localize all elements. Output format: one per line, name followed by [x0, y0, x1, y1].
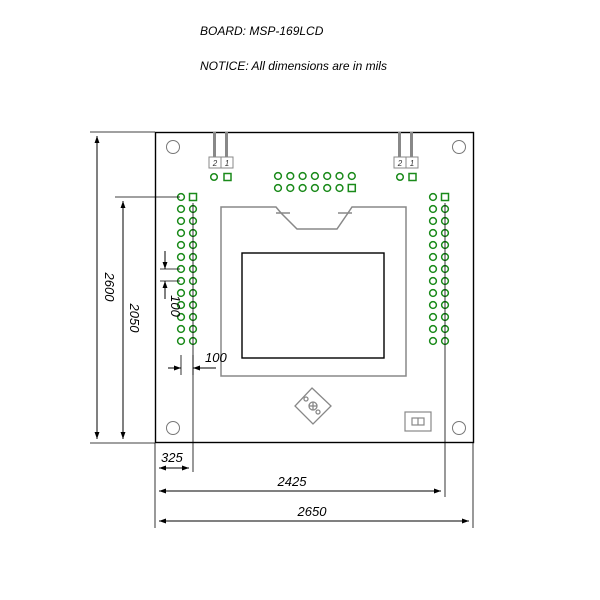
pad — [428, 300, 438, 310]
pad — [428, 336, 438, 346]
left-pin-header — [176, 192, 198, 346]
dimension-label: 2650 — [297, 504, 328, 519]
pin-label: 1 — [410, 159, 414, 168]
dimension-width-header: 2425 — [159, 203, 446, 497]
pad — [428, 240, 438, 250]
pad — [428, 204, 438, 214]
pad — [176, 252, 186, 262]
pad — [428, 228, 438, 238]
dimension-label: 2600 — [102, 272, 117, 303]
pad — [335, 171, 344, 181]
board-title: BOARD: MSP-169LCD — [200, 24, 324, 38]
pad — [428, 288, 438, 298]
board-outline — [154, 131, 475, 444]
dimension-pitch-vertical: 100 — [160, 251, 183, 318]
top-connector-pads — [273, 171, 357, 193]
dimension-width-total: 2650 — [159, 443, 474, 528]
units-notice: NOTICE: All dimensions are in mils — [200, 59, 387, 73]
dimension-label: 2425 — [277, 474, 308, 489]
pad — [273, 183, 283, 193]
pad — [176, 204, 186, 214]
pad — [323, 183, 332, 193]
pad — [428, 252, 438, 262]
fiducial-marker — [294, 387, 332, 425]
pin-label: 2 — [397, 159, 403, 168]
pad — [428, 276, 438, 286]
mounting-hole — [166, 140, 180, 154]
pad — [298, 171, 307, 181]
pad — [428, 192, 438, 202]
pad — [176, 228, 186, 238]
pad — [176, 300, 186, 310]
pad — [176, 336, 186, 346]
pad — [188, 192, 198, 202]
mounting-hole — [166, 421, 180, 435]
dimension-pitch-horizontal: 100 — [168, 350, 227, 375]
dimension-label: 100 — [168, 295, 183, 317]
right-two-pin-connector: 2 1 — [393, 132, 419, 182]
dimension-label: 100 — [205, 350, 227, 365]
pad — [176, 312, 186, 322]
pad — [428, 216, 438, 226]
dimension-offset-left: 325 — [154, 203, 194, 528]
pad — [310, 183, 320, 193]
pad — [347, 171, 356, 181]
pad — [310, 171, 320, 181]
dimension-label: 2050 — [127, 303, 142, 334]
pad — [273, 171, 283, 181]
pad — [176, 216, 186, 226]
pad — [176, 288, 186, 298]
pad — [428, 264, 438, 274]
mounting-holes — [166, 140, 466, 435]
pin-label: 1 — [225, 159, 229, 168]
pad — [347, 183, 357, 193]
pad — [428, 324, 438, 334]
pad — [176, 240, 186, 250]
right-pin-header — [428, 192, 450, 346]
smd-component — [404, 411, 432, 432]
pin-label: 2 — [212, 159, 218, 168]
dimension-label: 325 — [161, 450, 183, 465]
lcd-display-area — [241, 252, 385, 359]
pad — [440, 192, 450, 202]
pad — [286, 171, 295, 181]
pad — [298, 183, 307, 193]
pad — [286, 183, 295, 193]
dimension-height-header: 2050 — [115, 196, 180, 439]
dimension-height-total: 2600 — [90, 131, 155, 444]
mounting-hole — [452, 140, 466, 154]
pad — [176, 324, 186, 334]
pad — [335, 183, 344, 193]
mounting-hole — [452, 421, 466, 435]
pad — [428, 312, 438, 322]
pad — [323, 171, 332, 181]
left-two-pin-connector: 2 1 — [208, 132, 234, 182]
